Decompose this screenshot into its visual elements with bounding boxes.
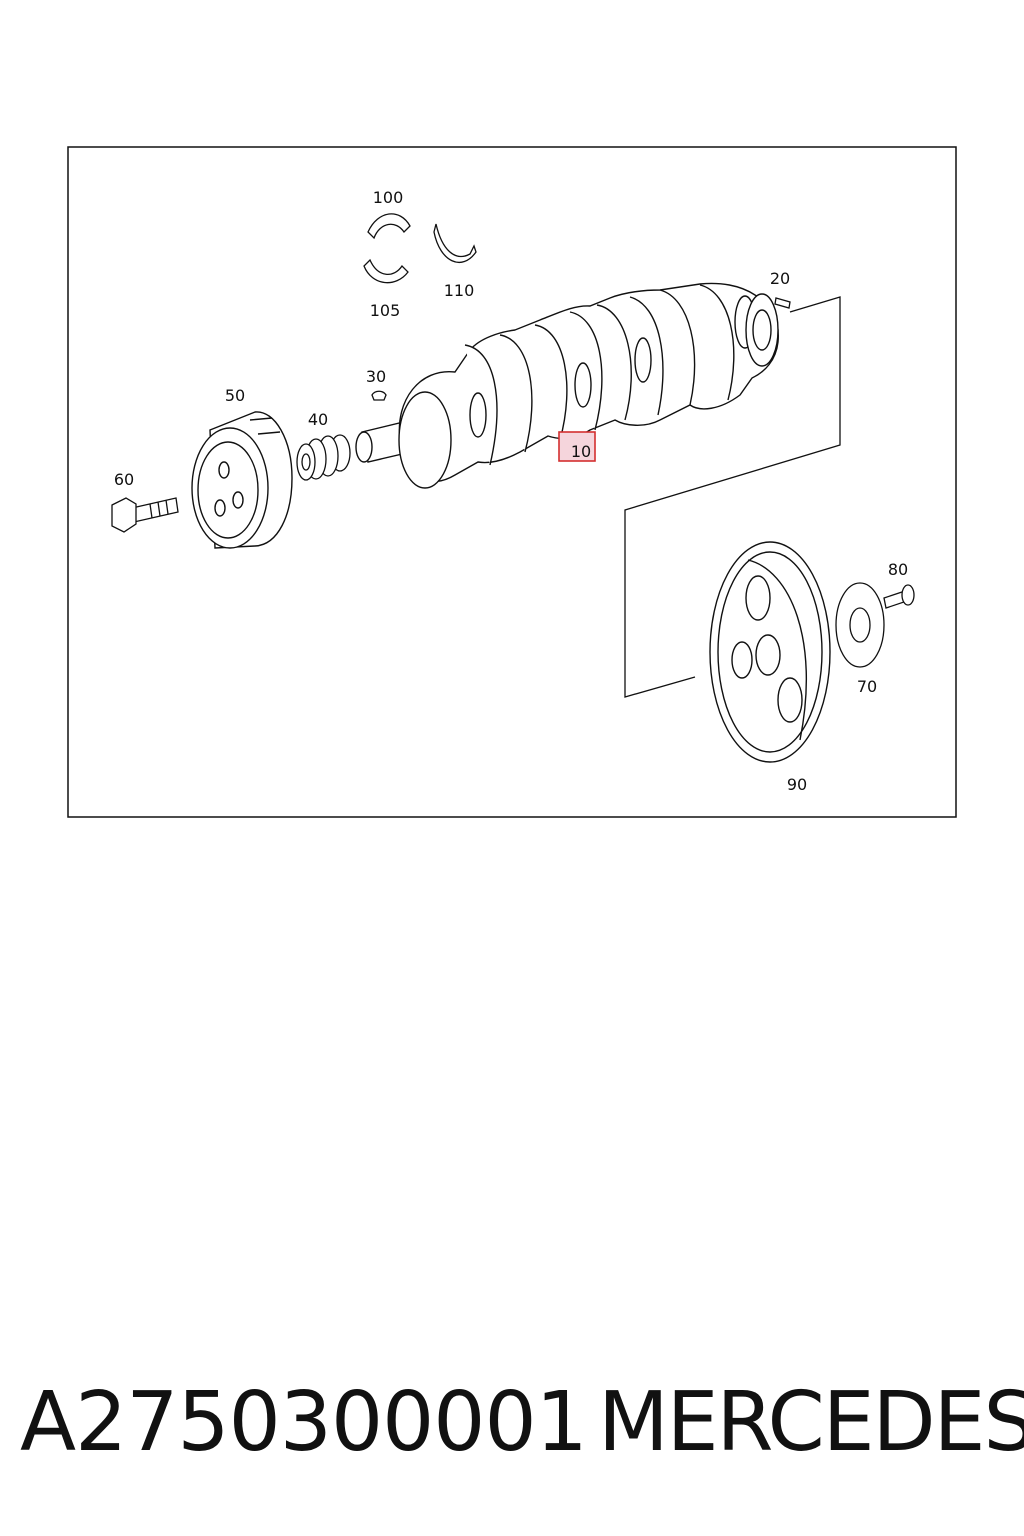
drive-plate bbox=[835, 582, 885, 668]
part-number: A2750300001 bbox=[20, 1375, 588, 1470]
callout-105: 105 bbox=[370, 301, 401, 320]
flywheel-bolt bbox=[883, 584, 915, 609]
brand-name: MERCEDES bbox=[598, 1375, 1024, 1470]
footer: A2750300001 MERCEDES bbox=[0, 1368, 1024, 1478]
pulley-bolt bbox=[111, 497, 179, 533]
callout-80: 80 bbox=[888, 560, 908, 579]
callout-10: 10 bbox=[571, 442, 591, 461]
callout-70: 70 bbox=[857, 677, 877, 696]
main-bearing-shells bbox=[363, 213, 411, 284]
connector-lines bbox=[624, 296, 841, 698]
diagram-frame bbox=[67, 146, 957, 818]
parts-diagram: 10 20 30 40 50 60 70 80 90 100 105 110 bbox=[67, 146, 957, 818]
callout-110: 110 bbox=[444, 281, 475, 300]
woodruff-key bbox=[371, 390, 387, 401]
callout-60: 60 bbox=[114, 470, 134, 489]
callout-50: 50 bbox=[225, 386, 245, 405]
gear-sprocket bbox=[296, 434, 351, 481]
callout-90: 90 bbox=[787, 775, 807, 794]
callout-100: 100 bbox=[373, 188, 404, 207]
highlight-box bbox=[558, 431, 596, 462]
callout-20: 20 bbox=[770, 269, 790, 288]
thrust-washer bbox=[433, 223, 477, 264]
callout-40: 40 bbox=[308, 410, 328, 429]
belt-pulley bbox=[191, 411, 293, 549]
dowel-pin bbox=[774, 297, 791, 309]
flexplate bbox=[709, 541, 831, 763]
callout-30: 30 bbox=[366, 367, 386, 386]
crankshaft bbox=[355, 282, 779, 489]
